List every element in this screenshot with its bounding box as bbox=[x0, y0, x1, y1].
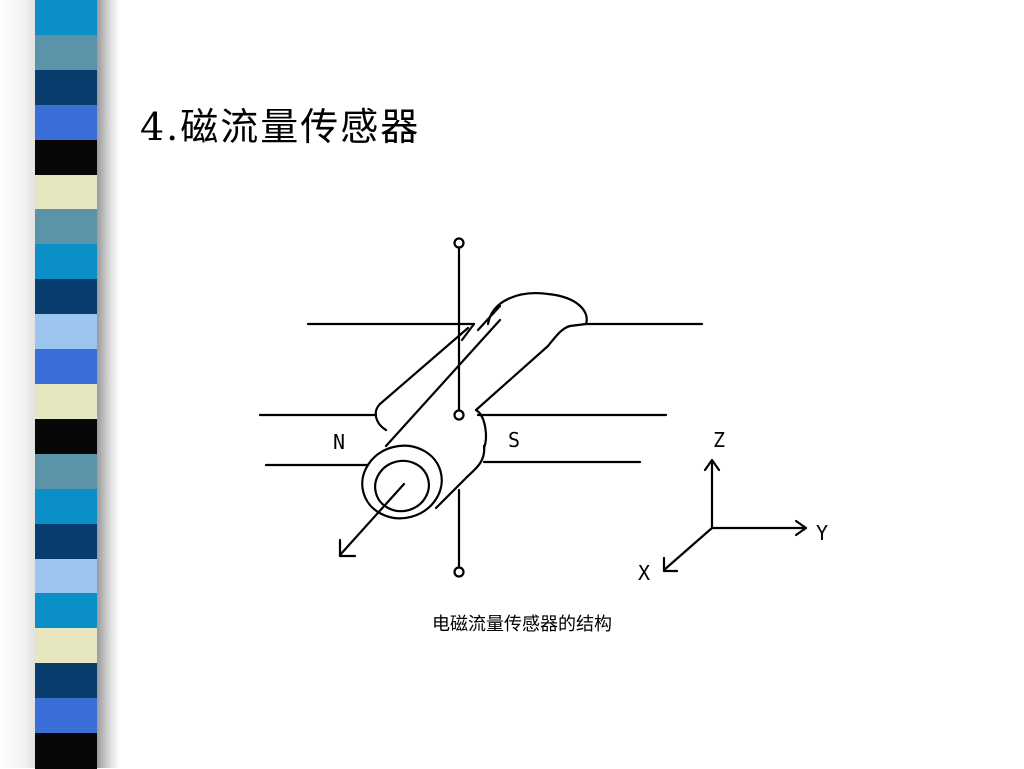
pipe-side-edge bbox=[384, 318, 502, 448]
stripe-segment bbox=[35, 314, 97, 351]
electrode-bottom-terminal bbox=[453, 566, 465, 578]
flow-arrow-shaft bbox=[338, 482, 406, 557]
pipe-rear-cap bbox=[486, 292, 588, 326]
stripe-segment bbox=[35, 523, 97, 560]
flow-arrow-head bbox=[338, 538, 357, 558]
stripe-segment bbox=[35, 418, 97, 455]
decorative-side-stripe bbox=[35, 0, 97, 769]
axis-label-z: Z bbox=[713, 428, 725, 452]
stripe-segment bbox=[35, 593, 97, 630]
side-shade-left bbox=[0, 0, 35, 768]
axis-x-arrow-head bbox=[662, 556, 679, 573]
stripe-segment bbox=[35, 384, 97, 420]
pole-label-north: N bbox=[333, 430, 345, 454]
stripe-segment bbox=[35, 0, 97, 36]
stripe-segment bbox=[35, 104, 97, 141]
pipe-inner-edge bbox=[476, 304, 502, 332]
pipe-upper-edge bbox=[460, 322, 476, 342]
pipe-top-edge bbox=[474, 322, 588, 412]
stripe-segment bbox=[35, 488, 97, 525]
side-shadow bbox=[97, 0, 119, 768]
diagram-caption: 电磁流量传感器的结构 bbox=[432, 614, 612, 635]
electrode-top-terminal bbox=[453, 237, 465, 249]
pipe-front-curve bbox=[474, 408, 487, 450]
axis-y-arrow-head bbox=[794, 519, 808, 537]
stripe-segment bbox=[35, 279, 97, 316]
pipe-bottom-edge bbox=[434, 444, 486, 510]
stripe-segment bbox=[35, 628, 97, 665]
stripe-segment bbox=[35, 244, 97, 281]
stripe-segment bbox=[35, 698, 97, 735]
electrode-center-terminal bbox=[453, 409, 465, 421]
stripe-segment bbox=[35, 174, 97, 211]
stripe-segment bbox=[35, 349, 97, 385]
stripe-segment bbox=[35, 139, 97, 176]
axis-label-y: Y bbox=[816, 521, 828, 545]
stripe-segment bbox=[35, 558, 97, 595]
stripe-segment bbox=[35, 69, 97, 106]
axis-x-line bbox=[662, 526, 714, 572]
stripe-segment bbox=[35, 733, 97, 769]
stripe-segment bbox=[35, 209, 97, 246]
pipe-inner-bore bbox=[374, 459, 430, 513]
axis-label-x: X bbox=[638, 561, 650, 585]
slide-title: 4.磁流量传感器 bbox=[140, 105, 421, 149]
axis-z-arrow-head bbox=[703, 458, 721, 472]
pole-label-south: S bbox=[508, 428, 520, 452]
pipe-left-edge bbox=[374, 326, 470, 432]
stripe-segment bbox=[35, 453, 97, 490]
stripe-segment bbox=[35, 663, 97, 700]
pipe-outer-rim bbox=[361, 444, 443, 520]
stripe-segment bbox=[35, 34, 97, 71]
